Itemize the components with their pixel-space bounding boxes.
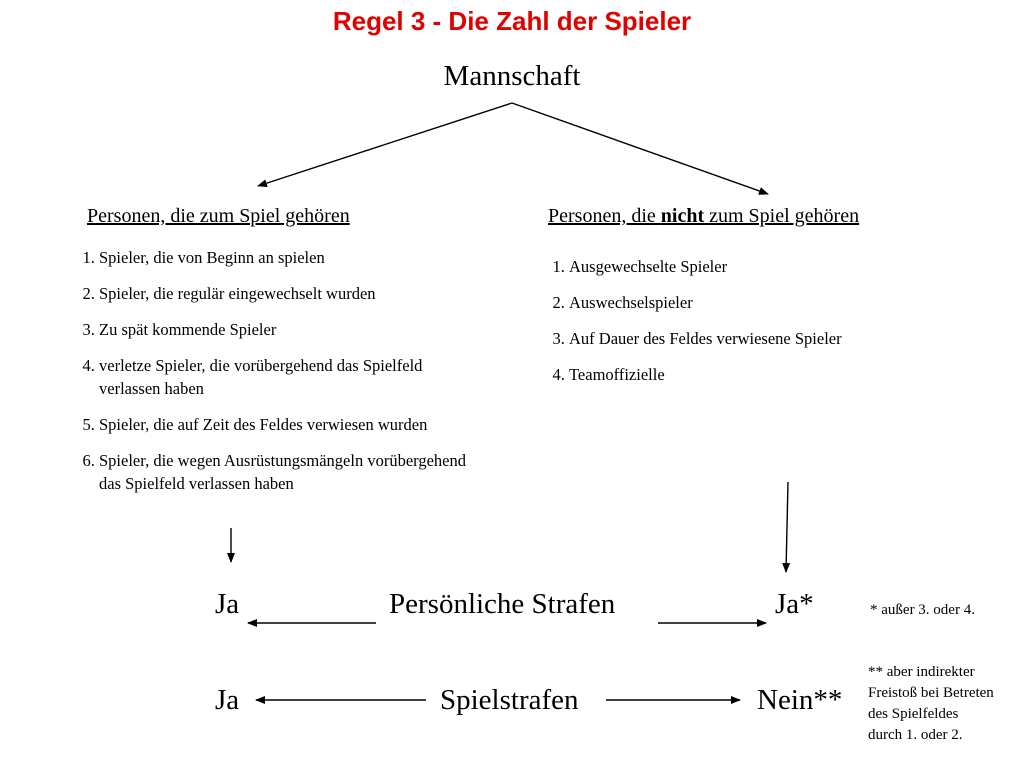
root-node-label: Mannschaft — [443, 60, 581, 92]
list-item: Spieler, die von Beginn an spielen — [99, 246, 499, 269]
footnote-star: * außer 3. oder 4. — [870, 602, 975, 618]
game-penalty-left-value: Ja — [215, 684, 240, 716]
heading-emphasis: nicht — [660, 205, 705, 227]
list-item: Ausgewechselte Spieler — [569, 255, 989, 278]
list-item: verletze Spieler, die vorübergehend das … — [99, 354, 439, 400]
left-column-heading: Personen, die zum Spiel gehören — [87, 205, 350, 227]
left-list: Spieler, die von Beginn an spielen Spiel… — [78, 246, 499, 508]
list-item: Spieler, die regulär eingewechselt wurde… — [99, 282, 499, 305]
arrow-root-to-left — [257, 102, 513, 188]
right-column-heading: Personen, die nicht zum Spiel gehören — [548, 205, 860, 227]
list-item: Spieler, die wegen Ausrüstungsmängeln vo… — [99, 449, 479, 495]
list-item: Auf Dauer des Feldes verwiesene Spieler — [569, 327, 989, 350]
personal-penalty-left-value: Ja — [215, 588, 240, 620]
personal-penalty-right-value: Ja* — [775, 588, 814, 620]
slide-title: Regel 3 - Die Zahl der Spieler — [332, 6, 692, 36]
list-item: Auswechselspieler — [569, 291, 989, 314]
arrow-right-list-down — [782, 481, 791, 573]
arrow-root-to-right — [511, 102, 769, 195]
game-penalty-right-value: Nein** — [757, 684, 843, 716]
list-item: Spieler, die auf Zeit des Feldes verwies… — [99, 413, 459, 436]
footnote-double-star: ** aber indirekter Freistoß bei Betreten… — [868, 664, 994, 743]
game-penalty-label: Spielstrafen — [440, 684, 579, 716]
right-list: Ausgewechselte Spieler Auswechselspieler… — [548, 255, 989, 399]
personal-penalty-label: Persönliche Strafen — [389, 588, 616, 620]
list-item: Zu spät kommende Spieler — [99, 318, 499, 341]
list-item: Teamoffizielle — [569, 363, 989, 386]
